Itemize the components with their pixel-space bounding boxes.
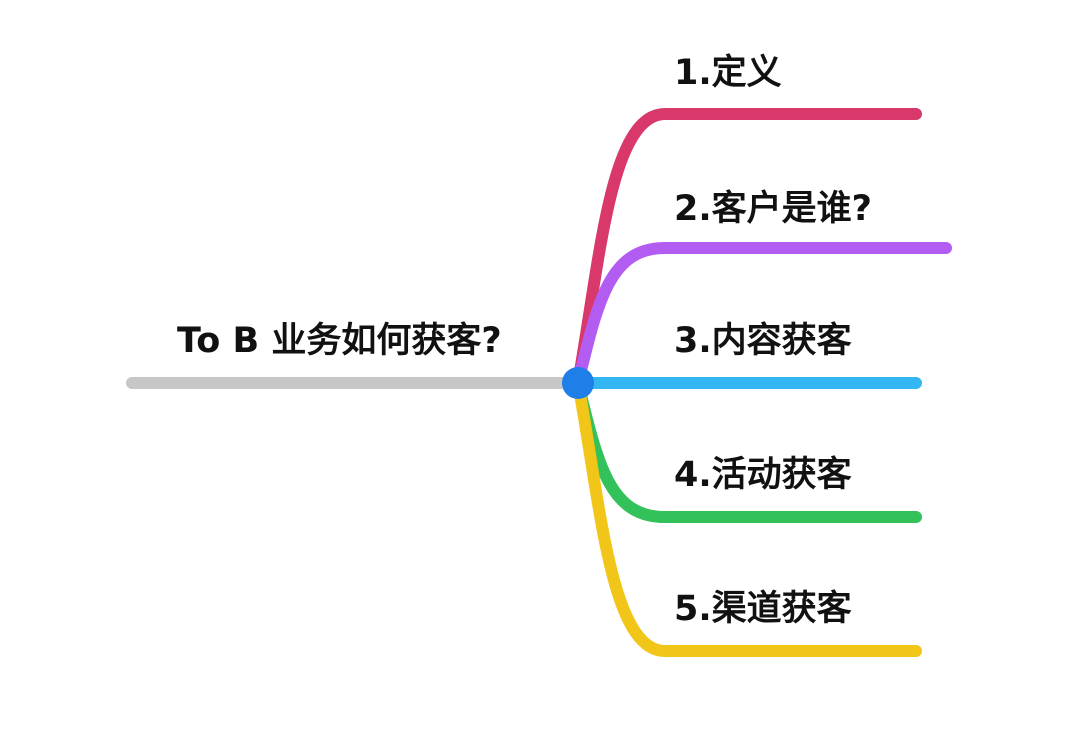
branch-line-5 [572,377,922,657]
center-node [562,367,594,399]
branch-label-2: 2.客户是谁? [674,188,872,229]
branch-label-5: 5.渠道获客 [674,588,852,629]
branch-label-3: 3.内容获客 [674,320,852,361]
branch-line-4 [572,377,922,523]
branch-label-1: 1.定义 [674,53,782,93]
root-label: To B 业务如何获客? [177,320,502,361]
branch-label-4: 4.活动获客 [674,454,852,495]
branch-line-2 [572,242,952,389]
